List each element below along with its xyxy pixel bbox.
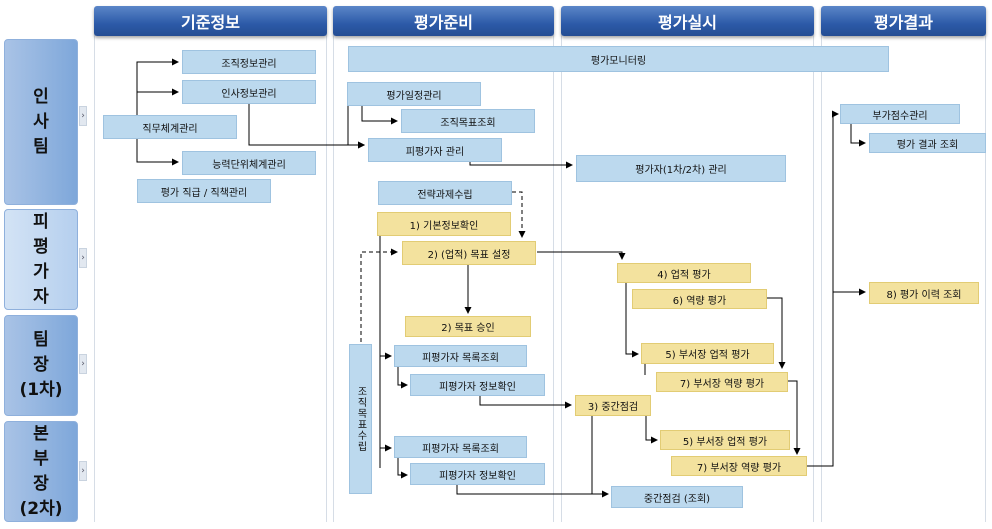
evaluation-result-view[interactable]: 평가 결과 조회 — [869, 133, 986, 153]
goal-setting[interactable]: 2) (업적) 목표 설정 — [402, 241, 536, 265]
dept-head-performance-eval-1[interactable]: 5) 부서장 업적 평가 — [641, 343, 774, 364]
chevron-right-icon[interactable]: › — [79, 248, 87, 268]
role-hr-team: 인 사 팀 — [4, 39, 78, 205]
chevron-right-icon[interactable]: › — [79, 106, 87, 126]
dept-head-competency-eval-2[interactable]: 7) 부서장 역량 평가 — [671, 456, 807, 476]
dept-head-competency-eval-1[interactable]: 7) 부서장 역량 평가 — [656, 372, 788, 392]
column-header-exec: 평가실시 — [561, 6, 814, 36]
mid-check-view[interactable]: 중간점검 (조회) — [611, 486, 743, 508]
performance-evaluation[interactable]: 4) 업적 평가 — [617, 263, 751, 283]
evaluation-schedule-management[interactable]: 평가일정관리 — [347, 82, 481, 106]
evaluator-management[interactable]: 평가자(1차/2차) 관리 — [576, 155, 786, 182]
role-division-head: 본 부 장 (2차) — [4, 421, 78, 522]
goal-approval[interactable]: 2) 목표 승인 — [405, 316, 531, 337]
chevron-right-icon[interactable]: › — [79, 354, 87, 374]
basic-info-check[interactable]: 1) 기본정보확인 — [377, 212, 511, 236]
column-header-base: 기준정보 — [94, 6, 327, 36]
competency-unit-management[interactable]: 능력단위체계관리 — [182, 151, 316, 175]
column-header-result: 평가결과 — [821, 6, 986, 36]
strategic-task-setup[interactable]: 전략과제수립 — [378, 181, 512, 205]
evaluatee-management[interactable]: 피평가자 관리 — [368, 138, 502, 162]
mid-check[interactable]: 3) 중간점검 — [575, 395, 651, 416]
evaluatee-info-check-1[interactable]: 피평가자 정보확인 — [410, 374, 545, 396]
hr-info-management[interactable]: 인사정보관리 — [182, 80, 316, 104]
evaluation-monitoring[interactable]: 평가모니터링 — [348, 46, 889, 72]
chevron-right-icon[interactable]: › — [79, 461, 87, 481]
org-goal-view[interactable]: 조직목표조회 — [401, 109, 535, 133]
evaluation-history-view[interactable]: 8) 평가 이력 조회 — [869, 282, 979, 304]
dept-head-performance-eval-2[interactable]: 5) 부서장 업적 평가 — [660, 430, 790, 450]
job-system-management[interactable]: 직무체계관리 — [103, 115, 237, 139]
column-header-prep: 평가준비 — [333, 6, 554, 36]
grade-position-management[interactable]: 평가 직급 / 직책관리 — [137, 179, 271, 203]
evaluatee-info-check-2[interactable]: 피평가자 정보확인 — [410, 463, 545, 485]
evaluatee-list-view-2[interactable]: 피평가자 목록조회 — [394, 436, 527, 458]
role-team-leader: 팀 장 (1차) — [4, 315, 78, 416]
role-evaluatee: 피 평 가 자 — [4, 209, 78, 310]
extra-score-management[interactable]: 부가점수관리 — [840, 104, 960, 124]
evaluatee-list-view-1[interactable]: 피평가자 목록조회 — [394, 345, 527, 367]
competency-evaluation[interactable]: 6) 역량 평가 — [632, 289, 767, 309]
org-goal-setup[interactable]: 조직목표수립 — [349, 344, 372, 494]
org-info-management[interactable]: 조직정보관리 — [182, 50, 316, 74]
